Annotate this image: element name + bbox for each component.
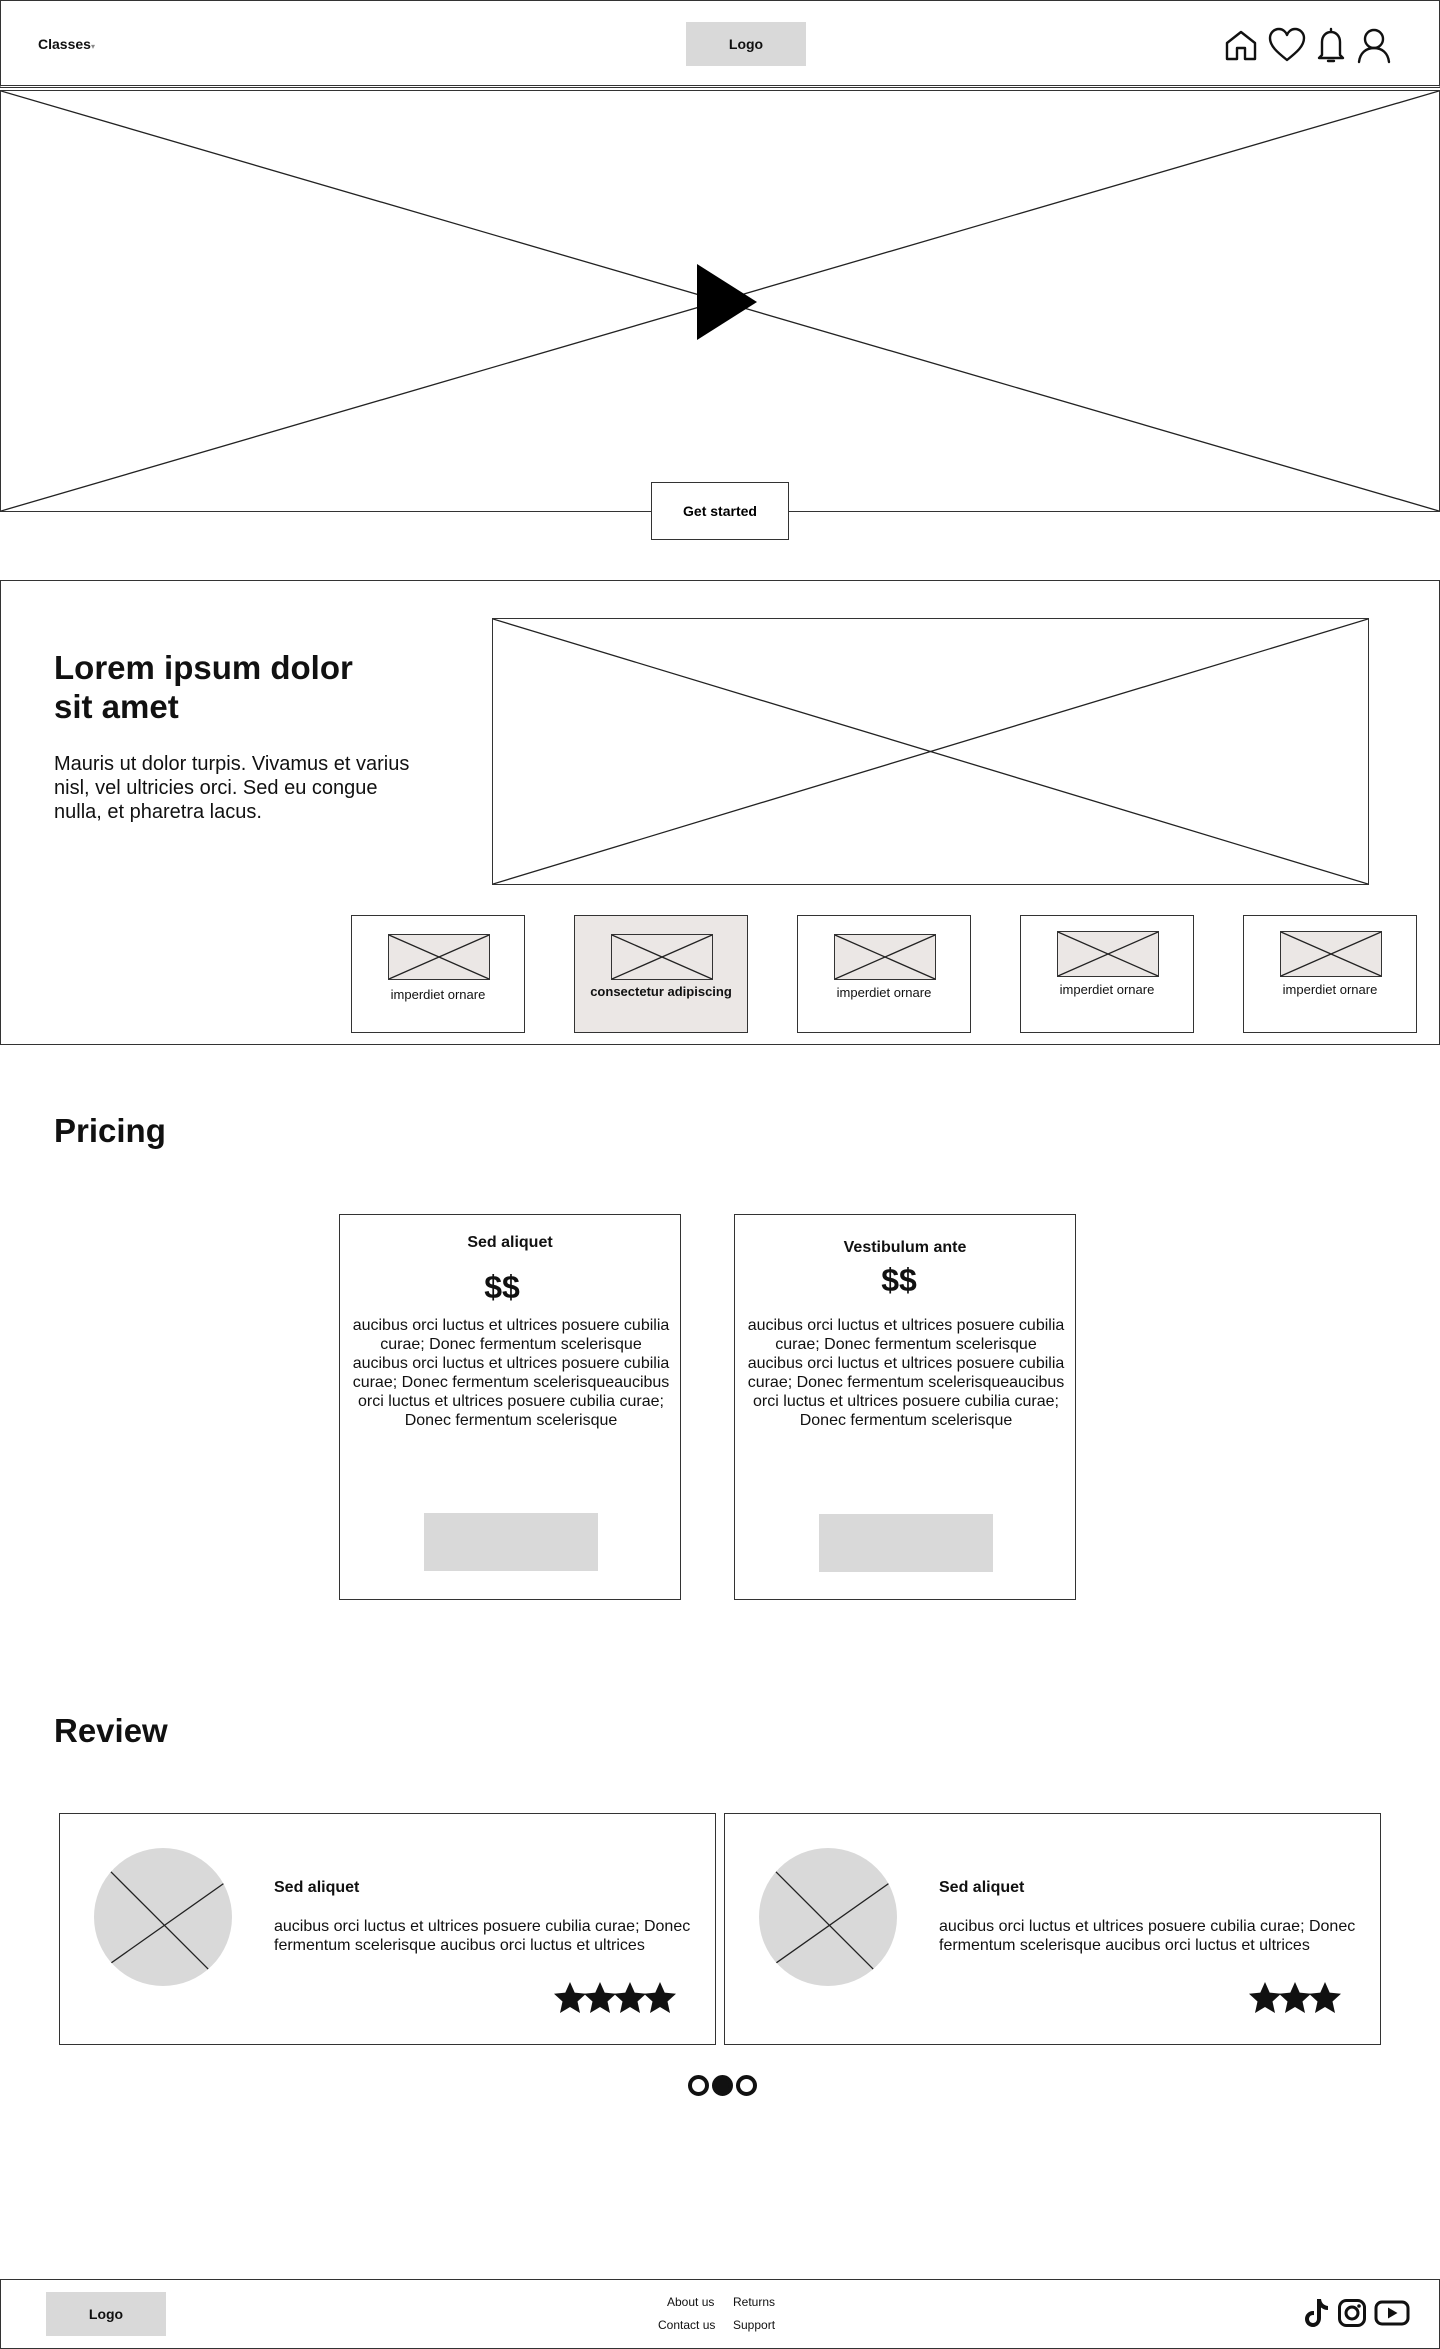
- star-icon: [614, 1982, 646, 2013]
- feature-image-placeholder: [492, 618, 1369, 885]
- plan-price: $$: [484, 1269, 520, 1305]
- youtube-icon[interactable]: [1374, 2297, 1410, 2329]
- carousel-dot-2[interactable]: [712, 2075, 733, 2096]
- avatar: [759, 1848, 897, 1986]
- footer-link-returns[interactable]: Returns: [733, 2295, 776, 2309]
- thumbnail-label: imperdiet ornare: [1059, 982, 1155, 997]
- plan-description: aucibus orci luctus et ultrices posuere …: [747, 1317, 1065, 1429]
- thumbnail-label: imperdiet ornare: [390, 987, 486, 1002]
- pricing-card-1: Sed aliquet $$ aucibus orci luctus et ul…: [339, 1214, 681, 1600]
- carousel-dot-1[interactable]: [688, 2075, 709, 2096]
- plan-price: $$: [881, 1262, 917, 1298]
- review-card-1: Sed aliquet aucibus orci luctus et ultri…: [59, 1813, 716, 2045]
- play-icon[interactable]: [697, 264, 757, 340]
- pricing-card-2: Vestibulum ante $$ aucibus orci luctus e…: [734, 1214, 1076, 1600]
- footer-link-contact[interactable]: Contact us: [658, 2318, 716, 2332]
- star-rating: [1248, 1981, 1342, 2015]
- plan-select-button[interactable]: [424, 1513, 598, 1571]
- nav-classes-menu[interactable]: Classes▾: [38, 36, 95, 52]
- feature-title: Lorem ipsum dolor sit amet: [54, 649, 353, 725]
- review-text: aucibus orci luctus et ultrices posuere …: [939, 1918, 1356, 1954]
- thumbnail-1[interactable]: imperdiet ornare: [351, 915, 525, 1033]
- site-footer: [0, 2279, 1440, 2349]
- thumbnail-label: imperdiet ornare: [1282, 982, 1378, 997]
- thumbnail-2[interactable]: consectetur adipiscing: [574, 915, 748, 1033]
- star-icon: [1309, 1982, 1341, 2013]
- plan-select-button[interactable]: [819, 1514, 993, 1572]
- pricing-heading: Pricing: [54, 1112, 166, 1149]
- star-icon: [1249, 1982, 1281, 2013]
- footer-logo[interactable]: Logo: [46, 2292, 166, 2336]
- header-logo[interactable]: Logo: [686, 22, 806, 66]
- footer-link-about[interactable]: About us: [667, 2295, 715, 2309]
- instagram-icon[interactable]: [1337, 2297, 1367, 2329]
- review-heading: Review: [54, 1712, 168, 1749]
- thumbnail-5[interactable]: imperdiet ornare: [1243, 915, 1417, 1033]
- star-icon: [644, 1982, 676, 2013]
- star-icon: [584, 1982, 616, 2013]
- carousel-dots: [688, 2075, 757, 2096]
- star-icon: [554, 1982, 586, 2013]
- feature-placeholder-cross: [493, 619, 1368, 884]
- thumbnail-label: imperdiet ornare: [836, 985, 932, 1000]
- footer-link-support[interactable]: Support: [733, 2318, 776, 2332]
- avatar: [94, 1848, 232, 1986]
- plan-name: Sed aliquet: [467, 1234, 553, 1251]
- nav-classes-label: Classes: [38, 36, 91, 52]
- heart-icon[interactable]: [1267, 26, 1307, 64]
- thumbnail-image: [388, 934, 490, 980]
- thumbnail-label: consectetur adipiscing: [590, 984, 732, 999]
- reviewer-name: Sed aliquet: [274, 1879, 360, 1896]
- chevron-down-icon: ▾: [90, 42, 95, 51]
- plan-name: Vestibulum ante: [843, 1239, 967, 1256]
- star-rating: [553, 1981, 677, 2015]
- thumbnail-image: [834, 934, 936, 980]
- tiktok-icon[interactable]: [1303, 2297, 1331, 2329]
- plan-description: aucibus orci luctus et ultrices posuere …: [352, 1317, 670, 1429]
- thumbnail-image: [611, 934, 713, 980]
- thumbnail-4[interactable]: imperdiet ornare: [1020, 915, 1194, 1033]
- home-icon[interactable]: [1222, 26, 1260, 64]
- thumbnail-image: [1280, 931, 1382, 977]
- review-text: aucibus orci luctus et ultrices posuere …: [274, 1918, 691, 1954]
- get-started-button[interactable]: Get started: [651, 482, 789, 540]
- reviewer-name: Sed aliquet: [939, 1879, 1025, 1896]
- star-icon: [1279, 1982, 1311, 2013]
- carousel-dot-3[interactable]: [736, 2075, 757, 2096]
- feature-description: Mauris ut dolor turpis. Vivamus et variu…: [54, 753, 410, 823]
- user-icon[interactable]: [1356, 26, 1392, 64]
- thumbnail-3[interactable]: imperdiet ornare: [797, 915, 971, 1033]
- bell-icon[interactable]: [1314, 26, 1348, 64]
- review-card-2: Sed aliquet aucibus orci luctus et ultri…: [724, 1813, 1381, 2045]
- thumbnail-image: [1057, 931, 1159, 977]
